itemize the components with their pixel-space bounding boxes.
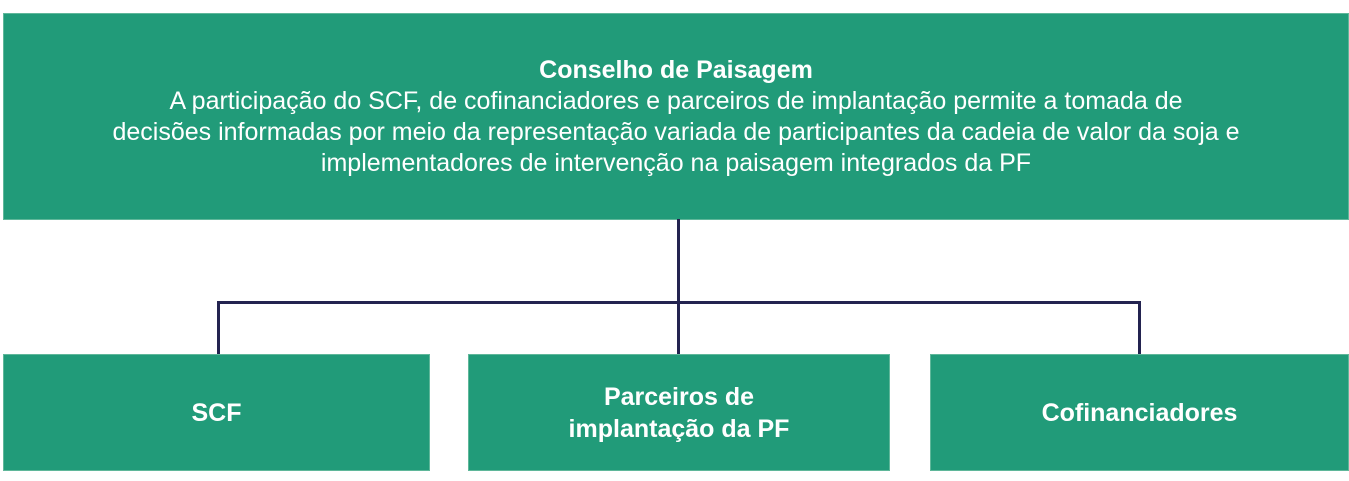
node-cofinanciadores-label: Cofinanciadores xyxy=(1041,398,1238,427)
connector-left-vertical xyxy=(217,301,220,355)
node-cofinanciadores: Cofinanciadores xyxy=(930,354,1349,471)
node-title: Conselho de Paisagem xyxy=(539,55,813,84)
node-description: A participação do SCF, de cofinanciadore… xyxy=(112,86,1240,177)
node-scf-label: SCF xyxy=(191,398,242,427)
connector-horizontal xyxy=(217,301,1141,304)
node-conselho-de-paisagem: Conselho de Paisagem A participação do S… xyxy=(3,13,1349,220)
connector-center-vertical xyxy=(677,219,680,355)
node-parceiros-de-implantacao: Parceiros de implantação da PF xyxy=(468,354,890,471)
connector-right-vertical xyxy=(1138,301,1141,355)
node-scf: SCF xyxy=(3,354,430,471)
node-parceiros-label: Parceiros de implantação da PF xyxy=(568,382,790,443)
